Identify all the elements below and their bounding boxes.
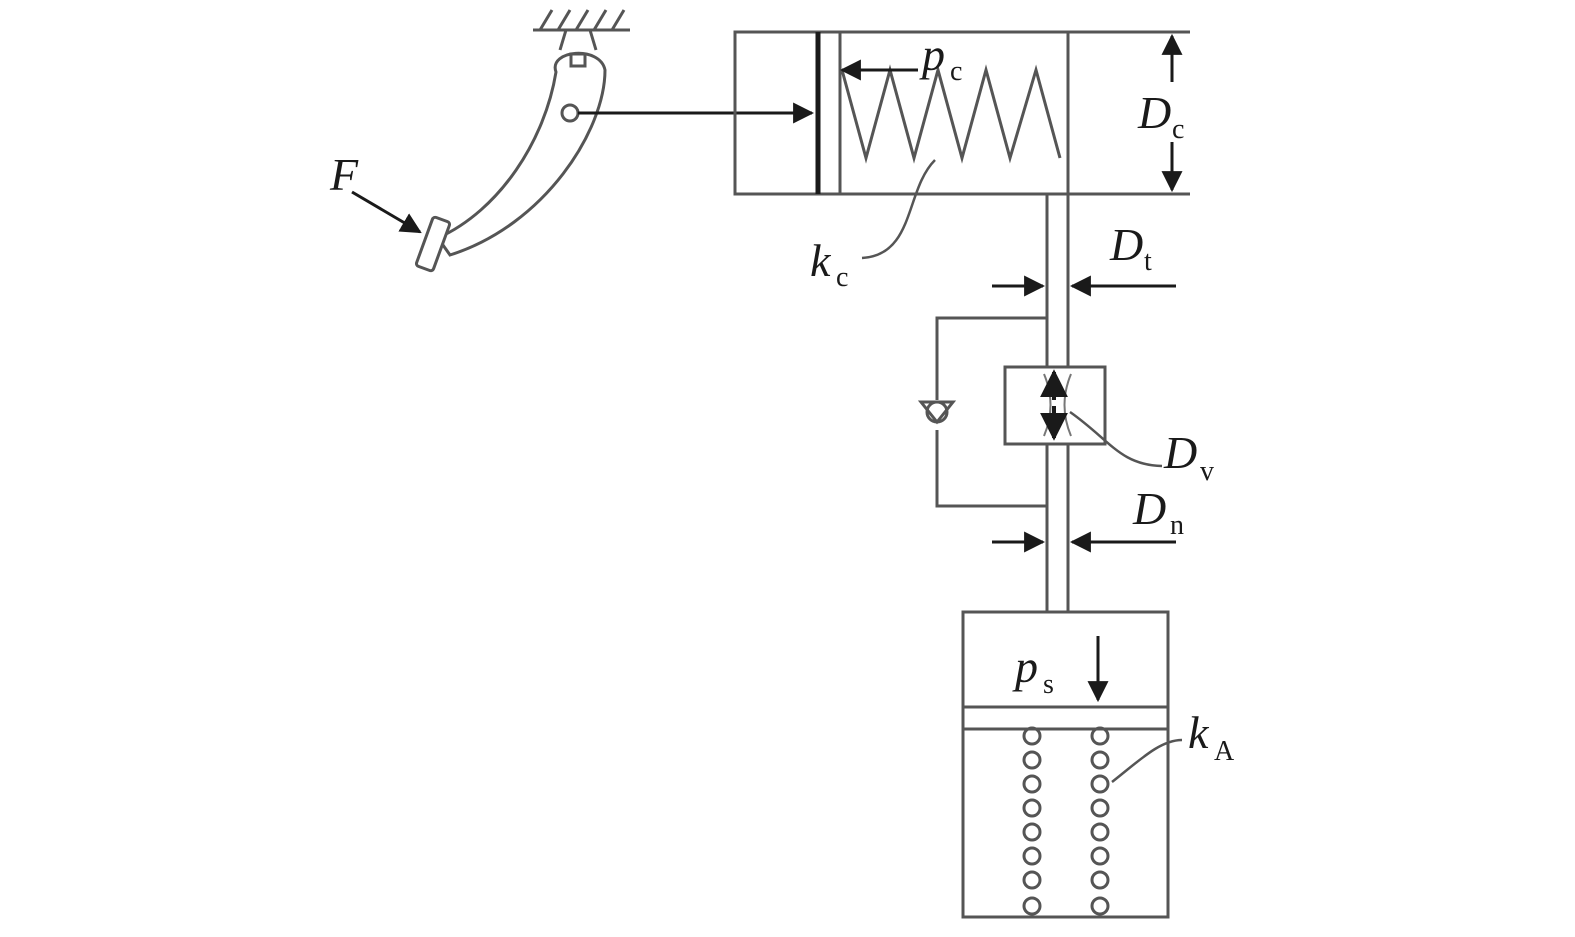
- master-spring-label: k: [810, 235, 832, 286]
- master-pressure-sub: c: [950, 56, 962, 87]
- master-pressure-label: p: [919, 29, 945, 80]
- slave-pressure-label: p: [1012, 641, 1038, 692]
- brake-pedal: [435, 51, 607, 257]
- master-diameter-sub: c: [1172, 114, 1184, 145]
- pedal-pad: [414, 215, 452, 273]
- slave-pressure-sub: s: [1043, 669, 1054, 700]
- nozzle-diameter-label: D: [1132, 483, 1166, 534]
- valve-diameter-leader: [1069, 410, 1163, 468]
- accumulator-spring-label: k: [1188, 707, 1210, 758]
- accumulator-spring: [1022, 726, 1110, 916]
- nozzle-diameter-sub: n: [1170, 510, 1184, 541]
- slave-cylinder: [961, 610, 1170, 919]
- accumulator-spring-sub: A: [1214, 736, 1235, 767]
- bypass-loop: [935, 316, 1047, 508]
- valve-diameter-label: D: [1163, 427, 1197, 478]
- tube-diameter-label: D: [1109, 219, 1143, 270]
- ground-support: [533, 9, 630, 68]
- check-valve-icon: [917, 400, 957, 425]
- master-cylinder: [733, 30, 1190, 196]
- valve-diameter-sub: v: [1200, 456, 1214, 487]
- master-spring-sub: c: [836, 262, 848, 293]
- pedal-pivot-pin: [560, 103, 580, 123]
- master-spring: [840, 64, 1062, 164]
- master-spring-leader: [861, 159, 936, 260]
- master-diameter-label: D: [1137, 87, 1171, 138]
- tube-diameter-sub: t: [1144, 246, 1152, 277]
- force-label: F: [329, 149, 359, 200]
- hydraulic-line: [1045, 194, 1070, 612]
- accumulator-spring-leader: [1111, 738, 1183, 783]
- force-arrow: [351, 190, 422, 234]
